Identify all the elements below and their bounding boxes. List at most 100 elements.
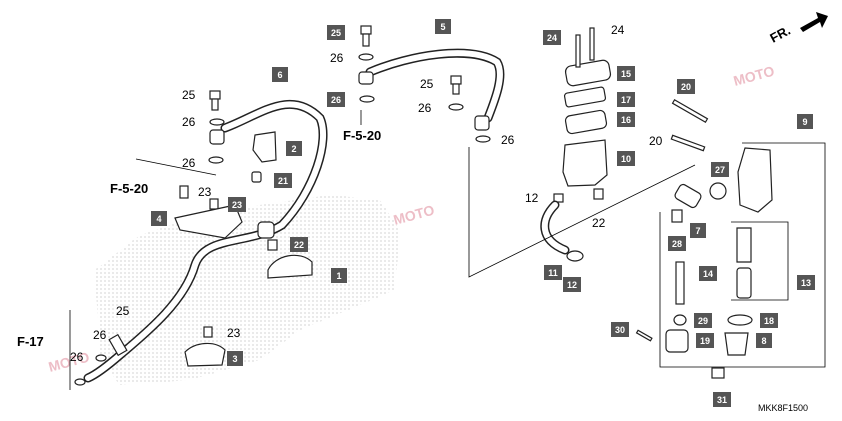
screw-22	[593, 188, 604, 200]
box-2[interactable]: 2	[286, 141, 302, 156]
box-29[interactable]: 29	[694, 313, 712, 328]
callout-25b: 25	[420, 77, 434, 91]
washer-26-mid	[448, 103, 464, 111]
svg-text:26: 26	[331, 95, 341, 105]
clip-12	[553, 193, 564, 203]
callout-26g: 26	[70, 350, 84, 364]
box-10[interactable]: 10	[617, 151, 635, 166]
svg-text:22: 22	[294, 240, 304, 250]
svg-text:3: 3	[232, 354, 237, 364]
svg-text:24: 24	[547, 33, 557, 43]
svg-text:15: 15	[621, 69, 631, 79]
svg-text:23: 23	[232, 200, 242, 210]
box-3[interactable]: 3	[227, 351, 243, 366]
box-20[interactable]: 20	[677, 79, 695, 94]
group-outline-9	[659, 142, 826, 368]
box-9[interactable]: 9	[797, 114, 813, 129]
box-22[interactable]: 22	[290, 237, 308, 252]
diagram-code: MKK8F1500	[758, 403, 808, 413]
box-17[interactable]: 17	[617, 92, 635, 107]
bolt-25-top	[360, 25, 372, 47]
bolt-20b	[670, 134, 706, 152]
svg-text:4: 4	[156, 214, 161, 224]
box-7[interactable]: 7	[690, 223, 706, 238]
box-18[interactable]: 18	[760, 313, 778, 328]
box-12b[interactable]: 12	[563, 277, 581, 292]
svg-text:16: 16	[621, 115, 631, 125]
box-13[interactable]: 13	[797, 275, 815, 290]
svg-text:17: 17	[621, 95, 631, 105]
bolt-21	[251, 171, 262, 183]
watermark-3: MOTO	[47, 349, 92, 375]
box-23[interactable]: 23	[228, 197, 246, 212]
box-1[interactable]: 1	[331, 268, 347, 283]
callout-25a: 25	[182, 88, 196, 102]
box-8[interactable]: 8	[756, 333, 772, 348]
joint-19	[665, 329, 689, 353]
box-31[interactable]: 31	[713, 392, 731, 407]
svg-text:8: 8	[761, 336, 766, 346]
watermark-2: MOTO	[392, 202, 437, 228]
callout-26d: 26	[418, 101, 432, 115]
callout-23a: 23	[198, 185, 212, 199]
bolt-24a	[575, 34, 581, 68]
box-27[interactable]: 27	[711, 162, 729, 177]
box-16[interactable]: 16	[617, 112, 635, 127]
fr-label: FR.	[767, 23, 793, 46]
watermark-1: MOTO	[732, 63, 777, 89]
bolt-25-left	[209, 90, 221, 111]
svg-text:11: 11	[548, 268, 558, 278]
box-4[interactable]: 4	[151, 211, 167, 226]
diaphragm-16	[564, 109, 608, 135]
washer-26-top	[358, 53, 374, 61]
svg-text:29: 29	[698, 316, 708, 326]
box-25[interactable]: 25	[327, 25, 345, 40]
callout-26c: 26	[182, 156, 196, 170]
ref-top: F-5-20	[343, 128, 381, 143]
nut-29	[673, 314, 687, 326]
tube-11	[540, 200, 570, 255]
washer-26-bottom	[95, 354, 107, 362]
bolt-23-bottom	[203, 326, 213, 338]
callout-25c: 25	[116, 304, 130, 318]
diaphragm-plate-17	[563, 86, 607, 108]
bolt-24b	[589, 27, 595, 61]
ref-left: F-5-20	[110, 181, 148, 196]
washer-26-top2	[359, 95, 375, 103]
clamp-3	[184, 342, 226, 367]
callout-22: 22	[592, 216, 606, 230]
box-11[interactable]: 11	[544, 265, 562, 280]
clamp-hose	[257, 221, 275, 239]
svg-text:18: 18	[764, 316, 774, 326]
reservoir-cap-15	[564, 59, 612, 87]
box-6[interactable]: 6	[272, 67, 288, 82]
clamp-1	[267, 254, 313, 279]
box-30[interactable]: 30	[611, 322, 629, 337]
fitting-left	[209, 129, 225, 145]
hose-6	[83, 99, 328, 383]
svg-text:28: 28	[672, 239, 682, 249]
svg-text:31: 31	[717, 395, 727, 405]
callout-26f: 26	[93, 328, 107, 342]
washer-26-left2	[208, 156, 224, 164]
bracket-2	[252, 131, 277, 163]
pin-30	[635, 329, 653, 342]
svg-text:7: 7	[695, 226, 700, 236]
box-24[interactable]: 24	[543, 30, 561, 45]
washer-26-left	[209, 118, 225, 126]
bolt-28	[671, 209, 683, 223]
svg-text:2: 2	[291, 144, 296, 154]
box-15[interactable]: 15	[617, 66, 635, 81]
box-5[interactable]: 5	[435, 19, 451, 34]
washer-26-bottom2	[74, 378, 86, 386]
box-21[interactable]: 21	[274, 173, 292, 188]
svg-text:12: 12	[567, 280, 577, 290]
circlip-18	[727, 314, 753, 326]
box-19[interactable]: 19	[696, 333, 714, 348]
pin-31	[711, 367, 725, 379]
box-26[interactable]: 26	[327, 92, 345, 107]
reservoir-10	[562, 139, 608, 187]
callout-20: 20	[649, 134, 663, 148]
box-28[interactable]: 28	[668, 236, 686, 251]
box-14[interactable]: 14	[699, 266, 717, 281]
